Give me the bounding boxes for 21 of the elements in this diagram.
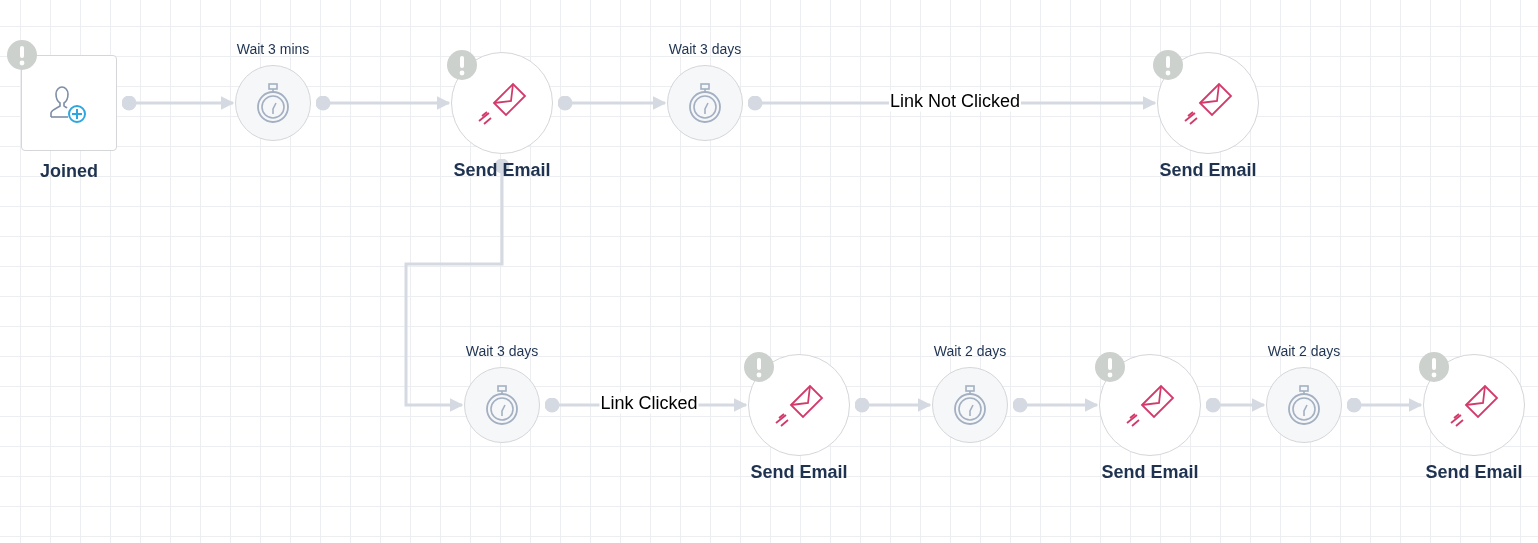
step-title: Send Email: [1425, 462, 1523, 483]
step-title: Send Email: [750, 462, 848, 483]
step-label: Wait 3 mins: [236, 41, 310, 57]
edge-label: Link Not Clicked: [888, 90, 1022, 112]
connector-arrow: [404, 158, 510, 412]
step-label: Wait 3 days: [668, 41, 742, 57]
step-title: Joined: [40, 161, 98, 182]
connector-arrow: [1012, 397, 1099, 413]
connector-arrow: [121, 95, 235, 111]
step-title: Send Email: [1159, 160, 1257, 181]
connector-arrow: [1346, 397, 1423, 413]
connector-arrow: [315, 95, 451, 111]
step-label: Wait 3 days: [465, 343, 539, 359]
connector-arrow: [1205, 397, 1266, 413]
step-title: Send Email: [1101, 462, 1199, 483]
connector-arrow: [854, 397, 932, 413]
edge-label: Link Clicked: [599, 392, 699, 414]
step-label: Wait 2 days: [1267, 343, 1341, 359]
step-title: Send Email: [453, 160, 551, 181]
step-label: Wait 2 days: [933, 343, 1007, 359]
connector-arrow: [557, 95, 667, 111]
